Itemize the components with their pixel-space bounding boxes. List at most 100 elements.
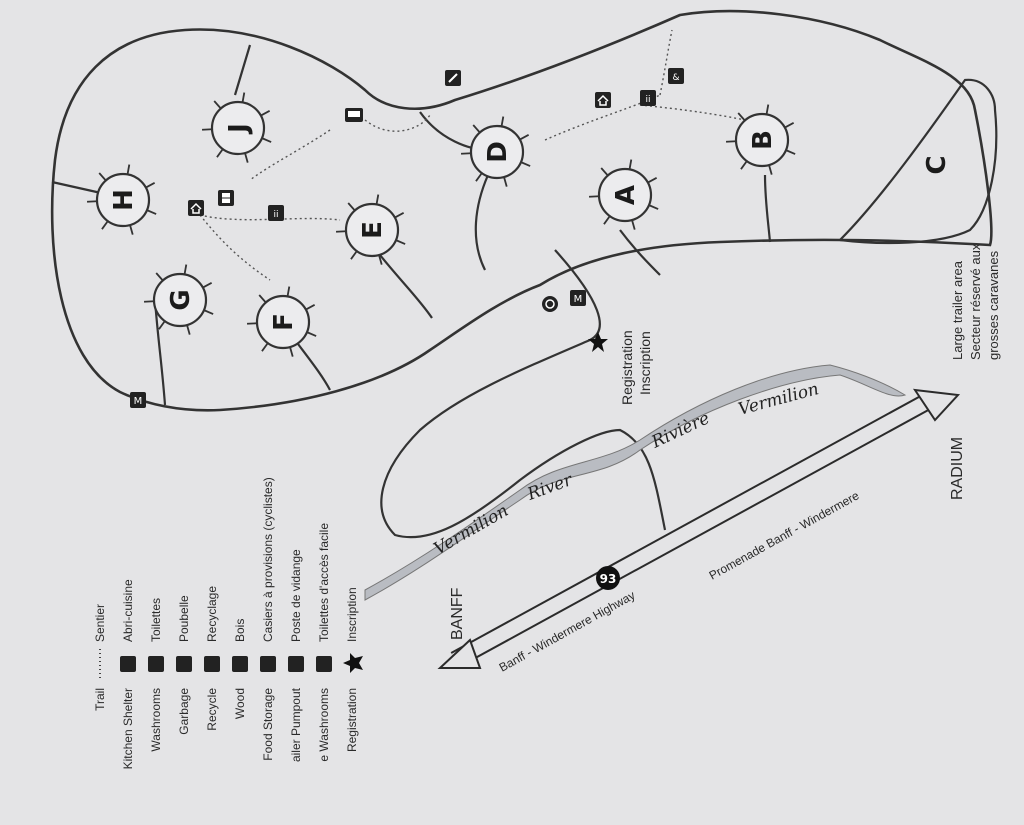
campsite-spur [126,164,131,175]
legend-label-fr: Recyclage [205,586,219,642]
campsite-spur [213,100,222,110]
campsite-spur [158,320,166,330]
campsite-spur [600,167,609,177]
campsite-spur [785,149,796,155]
legend-label: Wood [233,688,247,719]
wood-icon [232,656,248,672]
highway-shield-icon [596,566,620,590]
campground-boundary [50,9,993,412]
loop-c-road [839,78,998,245]
registration-label-fr: Inscription [637,331,653,395]
campsite-spur [241,92,246,103]
pumpout-icon [345,108,363,122]
pumpout-icon [288,656,304,672]
trailer-area-label-fr1: Secteur réservé aux [968,243,983,360]
internal-road [474,174,490,271]
campsite-spur [740,160,748,170]
campsite-spur [202,282,213,289]
campsite-spur [628,159,633,170]
campsite-spur [395,239,406,245]
trail [659,29,673,96]
legend-label: Kitchen Shelter [121,688,135,769]
loop-circle [210,100,266,156]
campsite-spur [375,194,380,205]
washroom-icon [148,656,164,672]
direction-east: RADIUM [949,437,966,500]
campsite-spur [289,346,294,357]
campsite-spur [186,324,191,335]
loop-label: B [748,130,778,150]
accessible-washroom-icon: & [668,68,684,84]
garbage-icon: M [570,290,586,306]
campsite-spur [244,152,249,163]
internal-road [233,44,252,96]
campsite-spur [378,254,383,265]
legend-label: ailer Pumpout [289,687,303,762]
campsite-spur [519,134,530,141]
campsite-spur [603,215,611,225]
legend-label-fr: Sentier [93,604,107,642]
campsite-spur [394,212,405,219]
loop-a: A [588,159,659,230]
campsite-spur [258,294,267,304]
campsite-spur [472,124,481,134]
loop-h: H [86,164,157,235]
loop-circle [95,172,151,228]
campsite-spur [765,104,770,115]
campsite-spur [737,112,746,122]
trail [544,94,661,141]
campsite-spur [183,264,188,275]
campsite-spur [216,148,224,158]
garbage-icon [176,656,192,672]
loop-circle [255,294,311,350]
legend-label: Garbage [177,688,191,735]
loop-label: F [269,313,299,331]
legend-label-fr: Inscription [345,587,359,642]
campsite-spur [306,331,317,337]
loop-label: C [922,155,952,174]
loop-j: J [201,92,272,163]
campsite-spur [768,164,773,175]
legend-item: Registration Inscription [343,587,363,752]
campsite-spur [146,209,157,215]
campsite-spur [286,286,291,297]
legend-label: Trail [93,688,107,711]
internal-road [763,174,772,243]
trail [639,104,746,121]
legend-label: Registration [345,688,359,752]
loop-label: H [109,189,139,211]
campsite-spur [261,137,272,143]
svg-text:M: M [134,396,143,407]
svg-text:M: M [574,294,583,305]
svg-text:ii: ii [273,210,278,220]
loop-circle [734,112,790,168]
campsite-spur [500,116,505,127]
legend-label-fr: Poubelle [177,595,191,642]
loop-g: G [143,264,214,335]
loop-circle [152,272,208,328]
internal-road [619,229,661,276]
kitchen-shelter-icon [595,92,611,108]
trailer-area-label: Large trailer area [950,260,965,360]
campsite-spur [647,177,658,184]
radium-arrow [912,388,961,422]
campsite-spur [155,272,164,282]
trailer-area-label-fr2: grosses caravanes [986,250,1001,360]
legend-label-fr: Toilettes [149,598,163,642]
loop-label: J [224,123,254,135]
legend-label-fr: Abri-cuisine [121,579,135,642]
loop-label: G [166,289,196,310]
loop-f: F [246,286,317,357]
campsite-spur [203,309,214,315]
internal-road [379,254,433,319]
campsite-spur [145,182,156,189]
trail [199,214,271,281]
loop-e: E [335,194,406,265]
